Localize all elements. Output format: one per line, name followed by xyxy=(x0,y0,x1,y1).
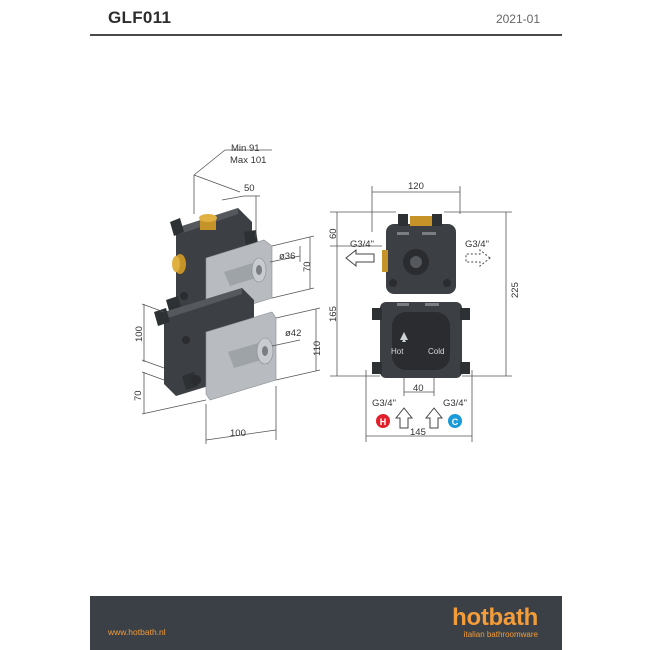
dim-min-depth: Min 91 xyxy=(231,143,260,154)
outlet-right-size: G3/4" xyxy=(465,239,489,250)
lower-knob xyxy=(228,337,274,368)
dim-50: 50 xyxy=(244,183,255,194)
dim-70-upper: 70 xyxy=(302,261,313,272)
hot-badge xyxy=(376,414,390,428)
label-cold: Cold xyxy=(428,347,444,356)
front-lower-module: Hot Cold xyxy=(372,302,470,378)
dim-70-lower: 70 xyxy=(133,390,144,401)
revision-date: 2021-01 xyxy=(495,12,540,26)
dim-100-bottom: 100 xyxy=(230,428,246,439)
outlet-right-arrow-icon xyxy=(465,248,491,268)
dim-max-depth: Max 101 xyxy=(230,155,266,166)
front-dimension-lines xyxy=(330,186,512,442)
dim-60: 60 xyxy=(328,228,339,239)
outlet-left-size: G3/4" xyxy=(350,239,374,250)
dim-diameter-42: ø42 xyxy=(285,328,301,339)
dim-165: 165 xyxy=(328,306,339,322)
product-code: GLF011 xyxy=(108,8,172,27)
upper-knob xyxy=(224,257,267,286)
dim-145: 145 xyxy=(410,427,426,438)
front-upper-module xyxy=(382,214,456,294)
inlet-hot-arrow-icon xyxy=(394,407,414,429)
label-hot: Hot xyxy=(391,347,404,356)
inlet-cold-arrow-icon xyxy=(424,407,444,429)
header-rule xyxy=(90,34,562,36)
side-view: Min 91 Max 101 50 ø36 70 100 ø42 110 70 … xyxy=(133,143,323,444)
dim-100-left: 100 xyxy=(134,326,145,342)
footer-bar: www.hotbath.nl hotbath italian bathroomw… xyxy=(90,596,562,650)
brand-tagline: italian bathroomware xyxy=(463,630,538,639)
hot-badge-letter: H xyxy=(380,417,387,427)
front-view: Hot Cold G3/4" G3/4" G3/4" G3/4" H C xyxy=(328,181,521,442)
cold-badge-letter: C xyxy=(452,417,459,427)
inlet-hot-size: G3/4" xyxy=(372,398,396,409)
dim-120: 120 xyxy=(408,181,424,192)
side-dimension-lines xyxy=(141,149,321,444)
dim-diameter-36: ø36 xyxy=(279,251,295,262)
website-link[interactable]: www.hotbath.nl xyxy=(108,627,166,637)
dim-110: 110 xyxy=(312,341,323,356)
outlet-left-arrow-icon xyxy=(345,248,375,268)
brand-logo: hotbath xyxy=(452,604,538,631)
dim-225: 225 xyxy=(510,282,521,298)
dim-40: 40 xyxy=(413,383,424,394)
cold-badge xyxy=(448,414,462,428)
inlet-cold-size: G3/4" xyxy=(443,398,467,409)
